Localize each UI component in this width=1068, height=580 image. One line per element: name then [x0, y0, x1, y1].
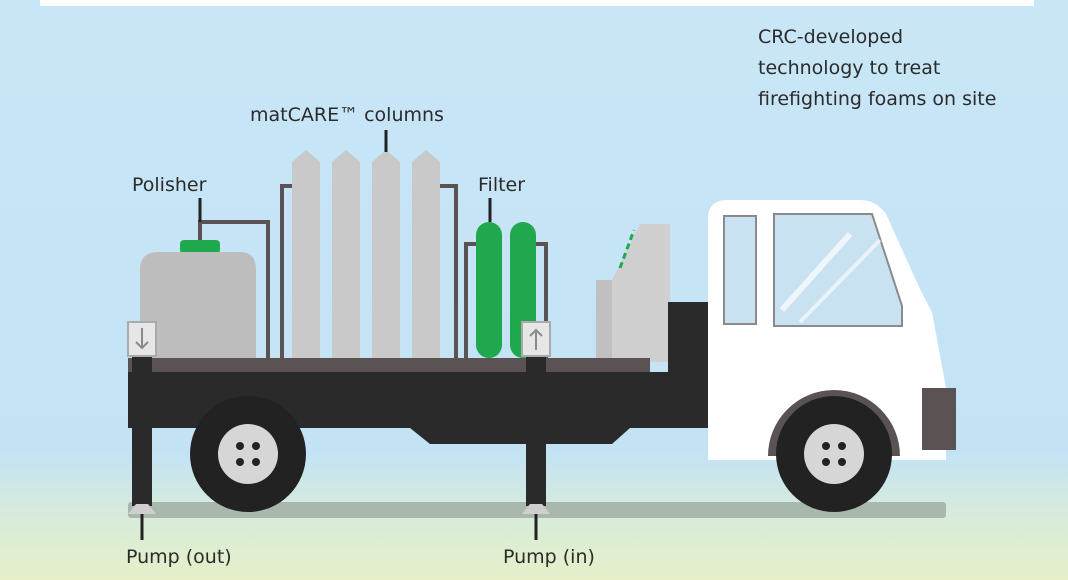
control-unit-top — [612, 224, 670, 362]
polisher-label: Polisher — [132, 174, 207, 196]
caption: CRC-developed technology to treat firefi… — [758, 22, 996, 115]
pump-in-post — [526, 356, 546, 506]
pump-in-label: Pump (in) — [503, 546, 595, 568]
truck-deck — [128, 358, 650, 372]
arrow-down-icon — [135, 328, 149, 350]
pump-in-foot — [522, 504, 550, 514]
cab-window-rear — [723, 215, 757, 325]
wheel-rear — [776, 396, 892, 512]
column-2 — [332, 150, 360, 358]
caption-line-2: technology to treat — [758, 57, 941, 79]
arrow-up-icon — [529, 328, 543, 350]
cab-bumper — [922, 388, 956, 450]
wheel-front — [190, 396, 306, 512]
top-white-band — [40, 0, 1034, 6]
columns-label: matCARE™ columns — [250, 104, 444, 126]
pipes — [198, 184, 548, 358]
pump-out-label: Pump (out) — [126, 546, 232, 568]
pump-out-foot — [128, 504, 156, 514]
control-unit-vent — [618, 229, 636, 269]
pump-out-post — [132, 356, 152, 506]
matcare-columns — [292, 150, 440, 358]
polisher-tank — [140, 252, 256, 358]
column-1 — [292, 150, 320, 358]
column-3 — [372, 150, 400, 358]
cab-window-front — [773, 213, 903, 327]
filter-cylinder-1 — [476, 222, 502, 358]
caption-line-3: firefighting foams on site — [758, 88, 997, 110]
filter-label: Filter — [478, 174, 526, 196]
column-4 — [412, 150, 440, 358]
polisher-cap — [180, 240, 220, 254]
caption-line-1: CRC-developed — [758, 26, 904, 48]
